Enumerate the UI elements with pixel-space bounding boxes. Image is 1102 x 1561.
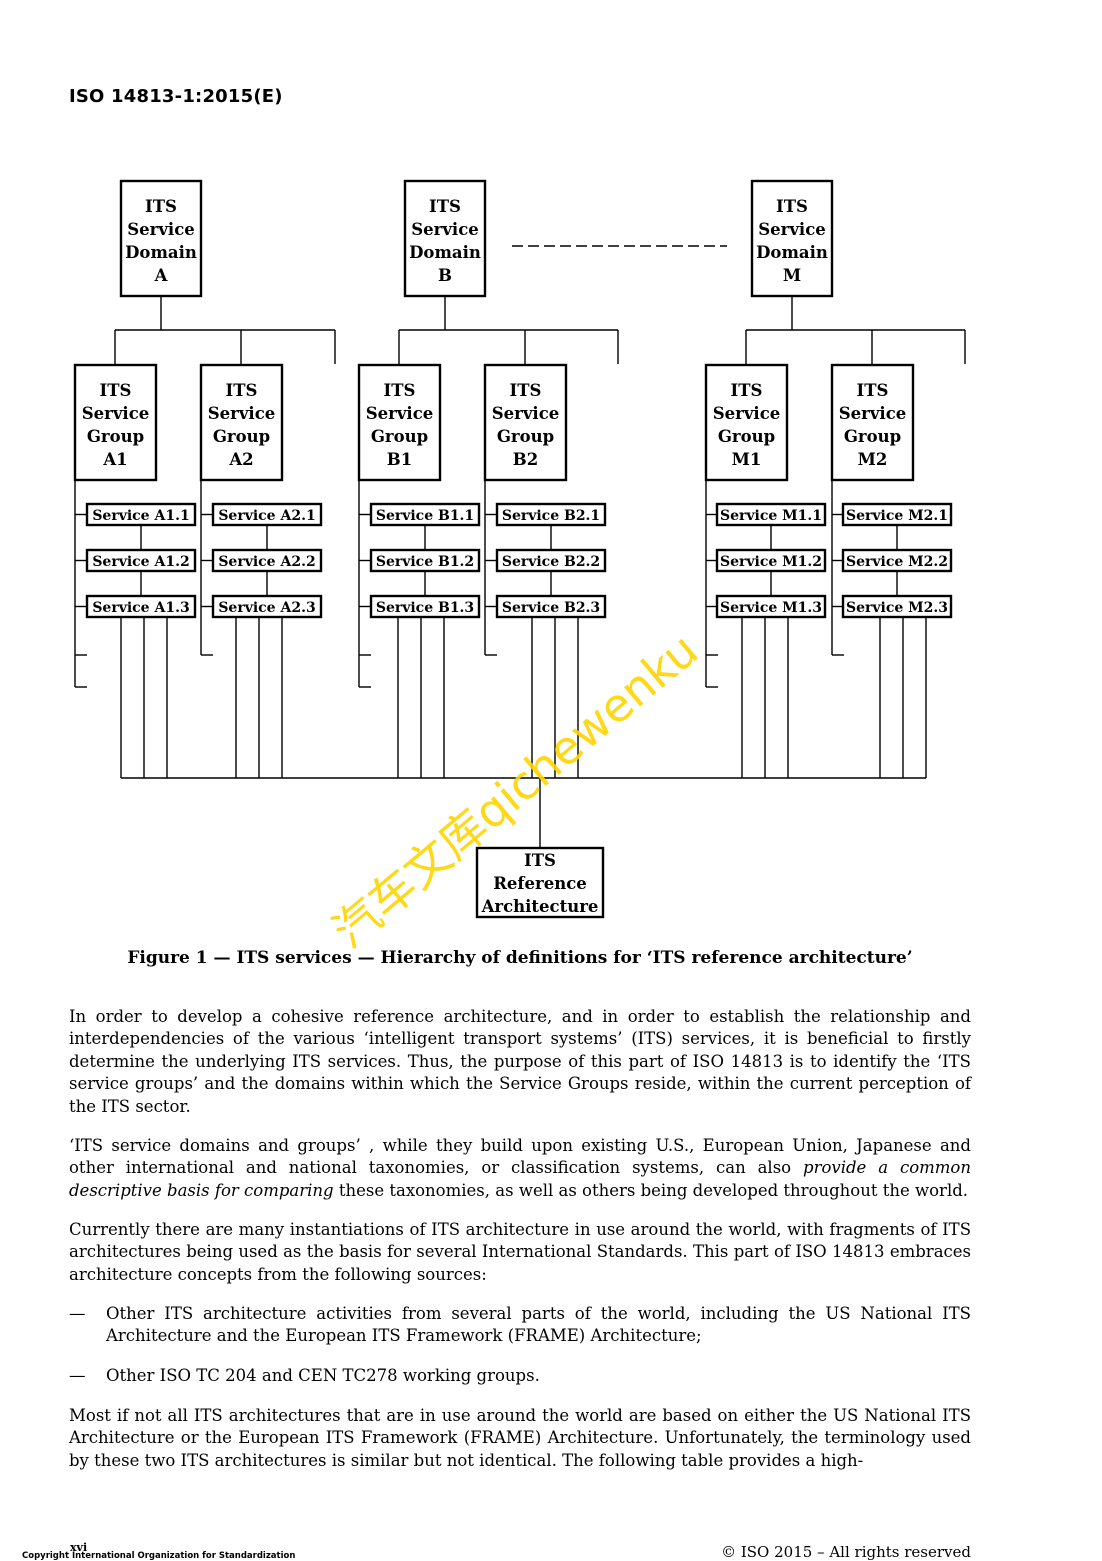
reference-label: Reference [493, 874, 587, 893]
paragraph-taxonomies: ‘ITS service domains and groups’ , while… [69, 1135, 971, 1202]
figure-caption: Figure 1 — ITS services — Hierarchy of d… [127, 948, 913, 968]
service-label: Service B1.1 [376, 508, 474, 524]
document-header: ISO 14813-1:2015(E) [69, 86, 283, 107]
service-group-label: Group [371, 427, 428, 446]
service-group-id: A2 [228, 450, 253, 469]
list-item-text: Other ITS architecture activities from s… [106, 1304, 971, 1346]
paragraph-taxonomies-emphasis: provide a common descriptive basis for c… [69, 1158, 971, 1200]
reference-architecture-box [475, 846, 605, 919]
service-domain-letter: M [783, 266, 801, 285]
service-group-label: Service [839, 404, 907, 423]
copyright-notice-left: Copyright International Organization for… [22, 1551, 296, 1561]
list-item: — Other ITS architecture activities from… [69, 1303, 971, 1348]
service-group-label: ITS [731, 381, 763, 400]
list-dash-marker: — [69, 1304, 86, 1323]
service-group-box [483, 363, 568, 482]
service-group-id: B1 [387, 450, 412, 469]
service-group-label: Service [492, 404, 560, 423]
service-label: Service A2.1 [218, 508, 315, 524]
service-group-label: Group [87, 427, 144, 446]
paragraph-frame: Most if not all ITS architectures that a… [69, 1406, 971, 1470]
service-label: Service B2.3 [502, 600, 600, 616]
service-label: Service M1.1 [720, 508, 822, 524]
list-item: — Other ISO TC 204 and CEN TC278 working… [69, 1365, 971, 1387]
service-group-label: Group [718, 427, 775, 446]
service-domain-letter: A [154, 266, 168, 285]
service-group-box [357, 363, 442, 482]
service-label: Service B2.1 [502, 508, 600, 524]
service-group-id: B2 [513, 450, 538, 469]
service-group-label: Service [366, 404, 434, 423]
service-group-id: M2 [858, 450, 888, 469]
service-group-label: ITS [857, 381, 889, 400]
service-group-label: Group [844, 427, 901, 446]
service-label: Service B1.3 [376, 600, 474, 616]
service-label: Service M1.2 [720, 554, 822, 570]
hierarchy-diagram: ITSServiceDomainAITSServiceDomainBITSSer… [73, 179, 966, 919]
service-group-label: Service [713, 404, 781, 423]
service-group-label: Group [213, 427, 270, 446]
service-domain-label: Service [411, 220, 479, 239]
service-label: Service A2.3 [218, 600, 315, 616]
service-group-box [73, 363, 158, 482]
service-domain-label: ITS [776, 197, 808, 216]
service-group-label: ITS [100, 381, 132, 400]
reference-label: Architecture [481, 897, 599, 916]
service-group-box [830, 363, 915, 482]
service-group-box [199, 363, 284, 482]
service-label: Service M2.1 [846, 508, 948, 524]
service-label: Service M2.3 [846, 600, 948, 616]
service-domain-label: Service [758, 220, 826, 239]
service-domain-label: ITS [429, 197, 461, 216]
paragraph-purpose: In order to develop a cohesive reference… [69, 1007, 971, 1116]
service-domain-box [119, 179, 203, 298]
service-label: Service M1.3 [720, 600, 822, 616]
service-domain-label: ITS [145, 197, 177, 216]
service-group-label: ITS [510, 381, 542, 400]
service-domain-label: Domain [756, 243, 828, 262]
list-dash-marker: — [69, 1366, 86, 1385]
reference-label: ITS [524, 851, 556, 870]
service-group-id: A1 [102, 450, 127, 469]
service-domain-label: Domain [125, 243, 197, 262]
service-group-id: M1 [732, 450, 762, 469]
paragraph-taxonomies-text-1: ‘ITS service domains and groups’ , while… [69, 1136, 971, 1178]
service-domain-label: Service [127, 220, 195, 239]
copyright-notice-right: © ISO 2015 – All rights reserved [721, 1543, 971, 1561]
service-group-label: ITS [384, 381, 416, 400]
service-label: Service A1.1 [92, 508, 189, 524]
page-number: xvi [70, 1541, 88, 1554]
service-label: Service A1.3 [92, 600, 189, 616]
service-label: Service M2.2 [846, 554, 948, 570]
service-label: Service B2.2 [502, 554, 600, 570]
service-label: Service A1.2 [92, 554, 189, 570]
service-label: Service A2.2 [218, 554, 315, 570]
paragraph-instantiations: Currently there are many instantiations … [69, 1220, 971, 1284]
service-group-box [704, 363, 789, 482]
paragraph-taxonomies-text-2: these taxonomies, as well as others bein… [333, 1180, 969, 1200]
service-label: Service B1.2 [376, 554, 474, 570]
service-group-label: ITS [226, 381, 258, 400]
service-group-label: Group [497, 427, 554, 446]
service-domain-box [750, 179, 834, 298]
list-item-text: Other ISO TC 204 and CEN TC278 working g… [106, 1366, 540, 1385]
service-group-label: Service [82, 404, 150, 423]
service-group-label: Service [208, 404, 276, 423]
service-domain-label: Domain [409, 243, 481, 262]
service-domain-letter: B [438, 266, 452, 285]
